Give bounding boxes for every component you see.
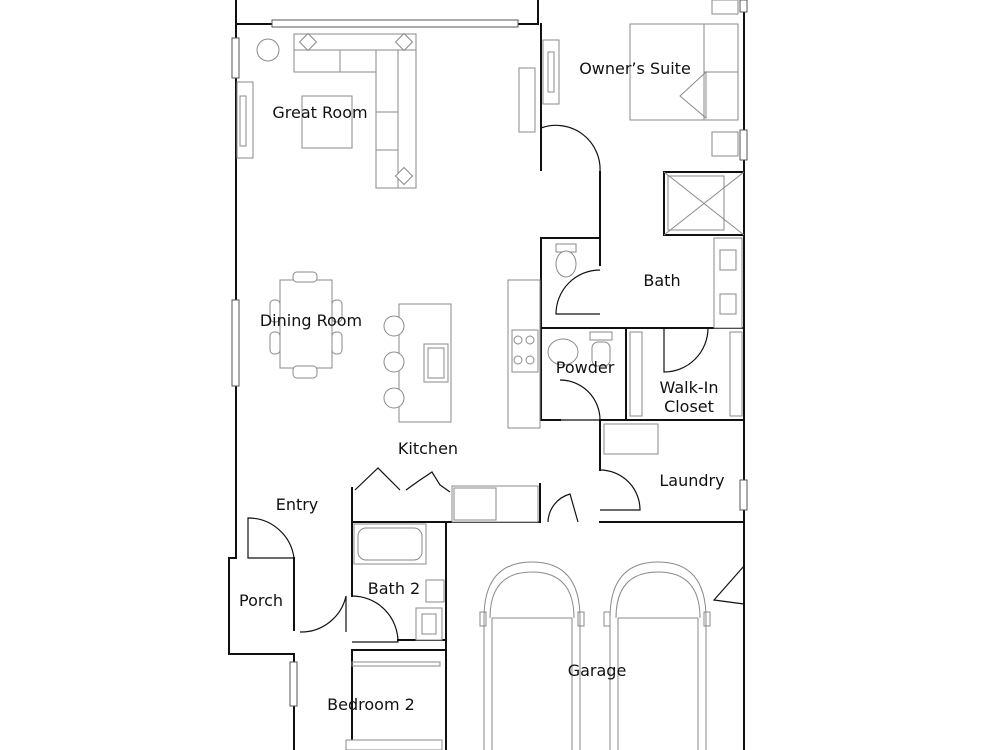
label-walk-in: Walk-In xyxy=(660,378,719,397)
label-bath: Bath xyxy=(643,271,680,290)
car-right xyxy=(603,561,711,750)
label-kitchen: Kitchen xyxy=(398,439,458,458)
windows xyxy=(231,0,748,707)
label-porch: Porch xyxy=(239,591,283,610)
label-bath-2: Bath 2 xyxy=(368,579,420,598)
label-great-room: Great Room xyxy=(272,103,367,122)
label-owners-suite: Owner’s Suite xyxy=(579,59,691,78)
label-garage: Garage xyxy=(568,661,627,680)
label-entry: Entry xyxy=(276,495,319,514)
label-powder: Powder xyxy=(556,358,615,377)
walls xyxy=(228,0,745,750)
label-bedroom-2: Bedroom 2 xyxy=(327,695,415,714)
label-dining-room: Dining Room xyxy=(260,311,362,330)
car-left xyxy=(479,561,585,750)
doors xyxy=(247,124,745,643)
room-labels: Great Room Owner’s Suite Dining Room Bat… xyxy=(239,59,725,714)
furniture xyxy=(236,0,745,750)
label-laundry: Laundry xyxy=(659,471,724,490)
label-closet: Closet xyxy=(664,397,714,416)
